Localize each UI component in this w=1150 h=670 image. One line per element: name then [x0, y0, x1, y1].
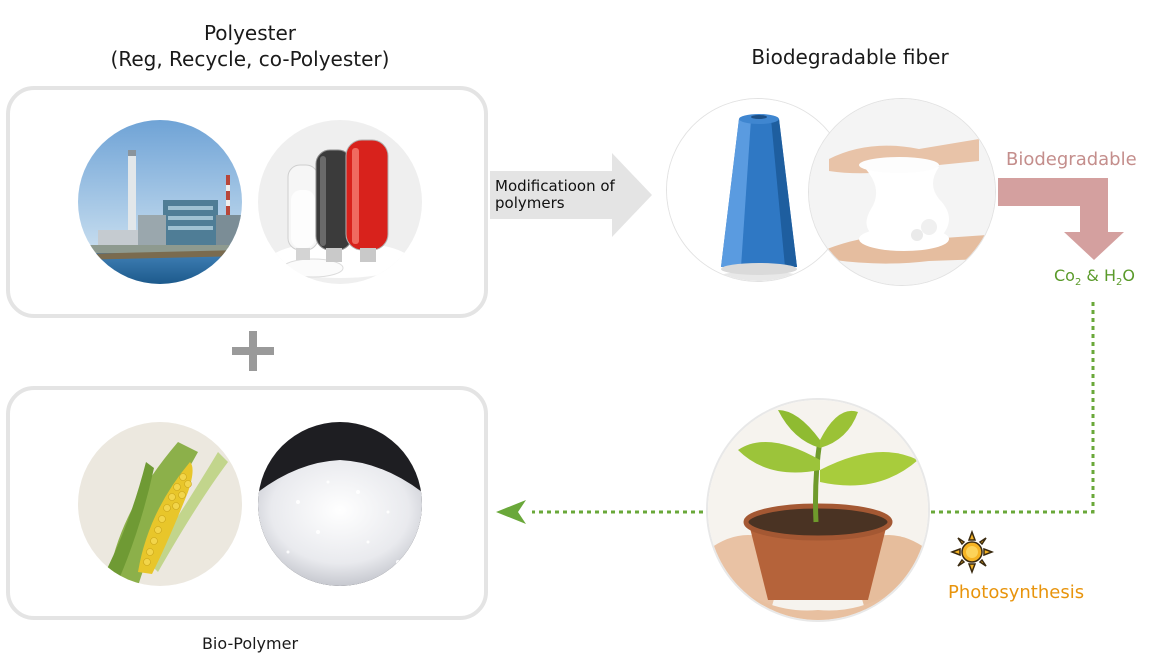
corn-image: [78, 422, 242, 586]
biodegradable-arrow: [998, 160, 1128, 260]
polyester-title-line2: (Reg, Recycle, co-Polyester): [110, 47, 390, 71]
polyester-title-line1: Polyester: [203, 21, 297, 45]
hands-foam-image: [808, 98, 996, 286]
co2-co: Co: [1054, 266, 1075, 285]
modification-arrow: [490, 153, 652, 237]
co2-mid: & H: [1081, 266, 1117, 285]
power-plant-image: [78, 120, 242, 284]
polymer-pellets-image: [258, 120, 422, 284]
photosynthesis-label: Photosynthesis: [948, 582, 1085, 603]
biodegradable-fiber-title: Biodegradable fiber: [751, 45, 949, 69]
sun-icon: [949, 529, 995, 575]
modification-label: Modificatioon of polymers: [495, 178, 615, 212]
co2-h2o-label: Co2 & H2O: [1054, 266, 1135, 288]
arrow-left-icon: [496, 500, 526, 524]
h2o-o: O: [1122, 266, 1135, 285]
bio-polymer-title: Bio-Polymer: [201, 634, 299, 653]
polyester-title: Polyester (Reg, Recycle, co-Polyester): [80, 20, 420, 72]
plus-icon: [232, 331, 274, 371]
modification-label-line1: Modificatioon of: [495, 177, 615, 195]
h2o-sub: 2: [1116, 277, 1123, 289]
plant-in-hands-image: [706, 398, 930, 622]
biodegradable-label: Biodegradable: [1006, 149, 1137, 170]
bio-polymer-powder-image: [258, 422, 422, 586]
modification-label-line2: polymers: [495, 194, 565, 212]
co2-sub: 2: [1074, 277, 1082, 289]
